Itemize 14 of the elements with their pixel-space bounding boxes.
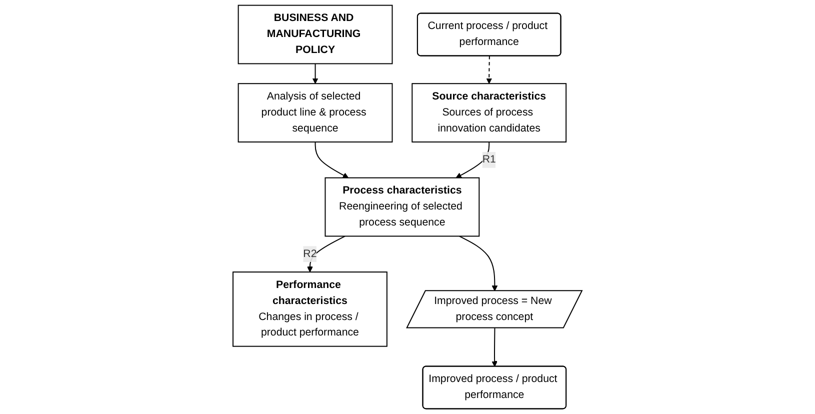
node-box: Source characteristics Sources of process innovation candidates (412, 83, 567, 142)
edge-label: R1 (482, 154, 496, 166)
arrow (486, 56, 492, 84)
node-box: Process characteristics Reengineering of selected process sequence (324, 177, 480, 237)
arrow (492, 328, 498, 367)
arrow (458, 236, 498, 292)
arrow (307, 236, 346, 272)
arrow (312, 63, 318, 84)
node-box: BUSINESS AND MANUFACTURING POLICY (238, 4, 393, 64)
arrow (314, 141, 349, 178)
node-box: Analysis of selected product line & process sequence (238, 83, 393, 142)
node-box: Performance characteristics Changes in process / product performance (232, 272, 388, 347)
arrow (456, 141, 490, 178)
edge-label: R2 (303, 248, 317, 260)
